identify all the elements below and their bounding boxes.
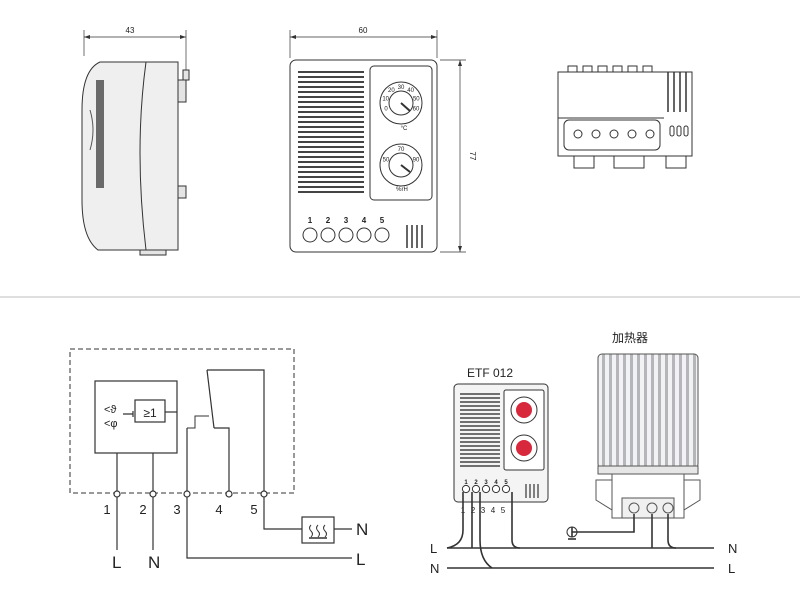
sensor-temp-label: <ϑ	[104, 404, 116, 416]
device-terminal-label: 3	[484, 480, 488, 486]
schematic-right-L: L	[356, 550, 365, 569]
front-terminal-label: 2	[326, 216, 331, 225]
upper-dial-tick: 10	[382, 96, 389, 102]
upper-dial-unit: °C	[401, 126, 408, 132]
wiring-right-L: L	[728, 561, 735, 576]
lower-dial-tick: 90	[413, 158, 420, 164]
schematic-terminal-label: 3	[173, 502, 180, 517]
wiring-lines	[446, 492, 714, 569]
front-view	[289, 30, 466, 253]
upper-dial-tick: 60	[413, 107, 420, 113]
wiring-left-L: L	[430, 541, 437, 556]
schematic-terminal-label: 2	[139, 502, 146, 517]
sensor-humidity-label: <φ	[104, 418, 118, 430]
heater-device	[595, 353, 701, 519]
thermostat-device	[453, 383, 549, 503]
schematic-bottom-left-N: N	[148, 553, 160, 572]
lower-dial-tick: 50	[383, 158, 390, 164]
dim-front-width: 60	[359, 26, 368, 35]
upper-dial-tick: 20	[388, 88, 395, 94]
device-terminal-label: 5	[504, 480, 508, 486]
schematic-bottom-left-L: L	[112, 553, 121, 572]
dim-width: 43	[126, 26, 135, 35]
heater-label: 加热器	[612, 331, 648, 345]
upper-dial-tick: 40	[407, 88, 414, 94]
schematic-terminal-label: 4	[215, 502, 222, 517]
wiring-left-N: N	[430, 561, 439, 576]
top-view	[557, 65, 693, 169]
upper-dial-tick: 30	[398, 85, 405, 91]
front-terminal-label: 5	[380, 216, 385, 225]
wiring-right-N: N	[728, 541, 737, 556]
dim-height: 77	[468, 152, 477, 161]
upper-dial-tick: 50	[413, 96, 420, 102]
wiring-terminal-number: 2	[471, 506, 476, 515]
schematic-terminal-label: 1	[103, 502, 110, 517]
side-view	[81, 30, 190, 256]
device-terminal-label: 4	[494, 480, 498, 486]
lower-dial-unit: %rH	[396, 187, 408, 193]
schematic	[69, 348, 352, 559]
upper-dial-tick: 0	[384, 107, 388, 113]
front-terminal-label: 3	[344, 216, 349, 225]
schematic-terminal-label: 5	[250, 502, 257, 517]
wiring-terminal-number: 5	[501, 506, 506, 515]
device-terminal-label: 1	[464, 480, 468, 486]
wiring-terminal-number: 4	[491, 506, 496, 515]
device-name: ETF 012	[467, 366, 513, 380]
front-terminal-label: 1	[308, 216, 313, 225]
wiring-terminal-number: 3	[481, 506, 486, 515]
front-terminal-label: 4	[362, 216, 367, 225]
device-terminal-label: 2	[474, 480, 478, 486]
schematic-right-N: N	[356, 520, 368, 539]
gate-label: ≥1	[143, 406, 157, 420]
lower-dial-tick: 70	[398, 147, 405, 153]
